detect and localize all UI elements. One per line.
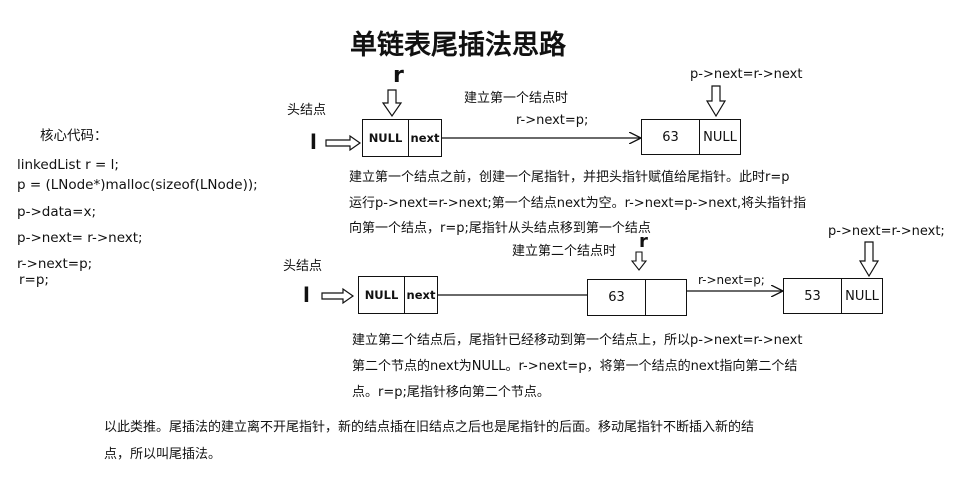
node-data-cell: NULL — [359, 277, 405, 313]
node-next-cell: NULL — [845, 288, 879, 304]
tail-pointer-label-2: r — [639, 231, 648, 252]
head-pointer-arrow-1 — [325, 134, 362, 152]
first-node-2: 63 — [587, 279, 687, 316]
core-code-heading: 核心代码： — [40, 128, 108, 144]
new-node-2: 53 NULL — [783, 278, 883, 314]
head-pointer-symbol: l — [310, 130, 317, 154]
node-next-cell: NULL — [703, 129, 737, 145]
head-pointer-symbol-2: l — [303, 283, 310, 307]
conclusion-line: 以此类推。尾插法的建立离不开尾指针，新的结点插在旧结点之后也是尾指针的后面。移动… — [104, 420, 755, 435]
step2-description-line: 建立第二个结点后，尾指针已经移动到第一个结点上，所以p->next=r->nex… — [352, 333, 803, 348]
node-data-cell: 53 — [784, 279, 842, 313]
code-line: r=p; — [19, 272, 49, 288]
head-node-1: NULL next — [362, 119, 442, 157]
head-node-label: 头结点 — [287, 103, 327, 118]
node-data-cell: 63 — [588, 280, 646, 315]
p-next-down-arrow-1 — [705, 85, 727, 118]
step2-pnext-code: p->next=r->next; — [828, 224, 945, 239]
node-data-cell: NULL — [363, 120, 409, 156]
new-node-1: 63 NULL — [641, 119, 741, 155]
head-pointer-arrow-2 — [321, 287, 355, 305]
r-pointer-down-arrow-1 — [381, 89, 403, 118]
step1-arrow-caption: 建立第一个结点时 — [464, 91, 569, 106]
code-line: r->next=p; — [17, 256, 93, 272]
step2-description-line: 点。r=p;尾指针移向第二个节点。 — [352, 385, 550, 400]
step1-description-line: 运行p->next=r->next;第一个结点next为空。r->next=p-… — [349, 196, 807, 211]
step1-description-line: 建立第一个结点之前，创建一个尾指针，并把头指针赋值给尾指针。此时r=p — [349, 170, 790, 185]
code-line: linkedList r = l; — [17, 157, 119, 173]
step2-caption: 建立第二个结点时 — [512, 244, 617, 259]
head-node-label-2: 头结点 — [283, 259, 323, 274]
page-title: 单链表尾插法思路 — [350, 30, 566, 61]
step1-arrow-code: r->next=p; — [516, 113, 589, 128]
node-data-cell: 63 — [642, 120, 700, 154]
conclusion-line: 点，所以叫尾插法。 — [104, 447, 222, 462]
code-line: p->data=x; — [17, 204, 97, 220]
node-next-cell — [646, 280, 686, 315]
step1-pnext-code: p->next=r->next — [690, 67, 803, 82]
node-next-cell: next — [410, 131, 440, 145]
step2-description-line: 第二个节点的next为NULL。r->next=p，将第一个结点的next指向第… — [352, 359, 798, 374]
step2-arrow-code: r->next=p; — [698, 273, 765, 287]
head-node-2: NULL next — [358, 276, 438, 314]
step1-description-line: 向第一个结点，r=p;尾指针从头结点移到第一个结点 — [349, 221, 651, 236]
p-next-down-arrow-2 — [858, 241, 880, 278]
node-next-cell: next — [406, 288, 436, 302]
tail-pointer-label: r — [393, 63, 404, 88]
code-line: p = (LNode*)malloc(sizeof(LNode)); — [17, 177, 258, 193]
r-pointer-down-arrow-2 — [630, 251, 648, 271]
code-line: p->next= r->next; — [17, 230, 143, 246]
